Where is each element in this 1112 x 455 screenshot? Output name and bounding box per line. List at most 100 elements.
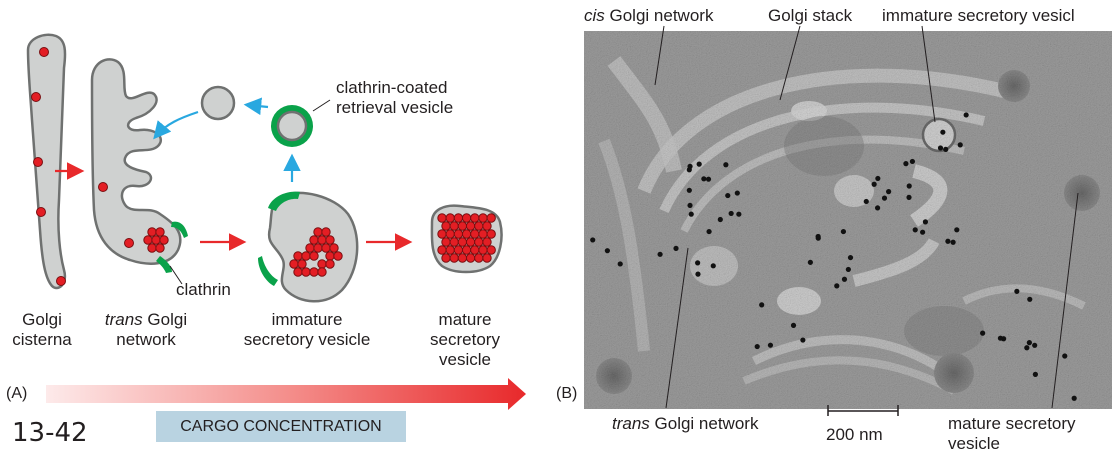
cargo-molecule bbox=[441, 253, 451, 263]
cargo-molecule bbox=[453, 229, 464, 239]
cargo-molecule bbox=[31, 92, 41, 102]
cargo-molecule bbox=[486, 213, 496, 223]
cargo-concentration-arrow bbox=[46, 378, 526, 410]
gold-particle bbox=[881, 195, 888, 201]
trans-golgi-network bbox=[90, 58, 188, 273]
uncoated-vesicle bbox=[200, 85, 236, 121]
gold-particle bbox=[954, 227, 960, 233]
cargo-molecule bbox=[445, 229, 455, 239]
gold-particle bbox=[723, 162, 729, 168]
retrieval-arrow-return bbox=[153, 110, 199, 140]
gold-particle bbox=[909, 158, 916, 165]
cargo-molecule bbox=[449, 237, 459, 247]
gold-particle bbox=[686, 187, 692, 193]
mature-secretory-vesicle bbox=[430, 204, 503, 274]
gold-particle bbox=[1027, 296, 1033, 302]
cargo-concentration-label: CARGO CONCENTRATION bbox=[156, 411, 406, 442]
gold-particle bbox=[957, 142, 963, 148]
cargo-molecule bbox=[461, 245, 472, 255]
gold-particle bbox=[886, 189, 892, 195]
cargo-molecule bbox=[486, 245, 496, 255]
label-cis-golgi-network: cis Golgi network bbox=[584, 6, 714, 25]
cargo-molecule bbox=[465, 237, 476, 247]
cargo-molecule bbox=[461, 229, 472, 239]
gold-particle bbox=[687, 202, 693, 209]
gold-particle bbox=[943, 146, 949, 152]
gold-particle bbox=[695, 271, 701, 277]
gold-particle bbox=[705, 176, 712, 182]
gold-particle bbox=[710, 263, 716, 269]
label-trans-golgi-network-em: trans Golgi network bbox=[612, 414, 759, 433]
retrieval-vesicle-pointer bbox=[312, 99, 331, 112]
gold-particle bbox=[696, 161, 702, 167]
gold-particle bbox=[807, 259, 813, 265]
cargo-molecule bbox=[482, 253, 492, 263]
gold-particle bbox=[834, 283, 840, 289]
gold-particle bbox=[790, 322, 797, 328]
gold-particle bbox=[767, 342, 774, 348]
clathrin-coat bbox=[258, 256, 278, 286]
gold-particle bbox=[687, 163, 693, 169]
immature-secretory-vesicle bbox=[258, 191, 359, 303]
label-scale-bar: 200 nm bbox=[826, 425, 883, 444]
gold-particle bbox=[912, 227, 918, 233]
label-mature-secretory-vesicle: mature secretory vesicle bbox=[430, 310, 500, 369]
cargo-molecule bbox=[441, 221, 451, 231]
electron-micrograph bbox=[584, 31, 1112, 409]
gold-particle bbox=[940, 129, 946, 135]
gold-particle bbox=[800, 337, 806, 343]
cargo-molecule bbox=[437, 245, 447, 255]
gold-particle bbox=[590, 237, 596, 243]
gold-particle bbox=[937, 145, 944, 151]
gold-particle bbox=[657, 251, 663, 257]
gold-particle bbox=[688, 211, 694, 217]
gold-particle bbox=[980, 330, 986, 336]
gold-particle bbox=[906, 194, 912, 200]
gold-particle bbox=[728, 210, 734, 217]
gold-particle bbox=[617, 261, 623, 267]
cargo-molecule bbox=[478, 245, 488, 255]
gold-particle bbox=[717, 216, 723, 223]
gold-particle bbox=[1071, 395, 1077, 401]
gold-particle bbox=[725, 192, 731, 199]
gold-particle bbox=[1032, 342, 1038, 348]
gold-particle bbox=[754, 343, 760, 350]
clathrin-coat bbox=[156, 256, 172, 273]
cargo-cluster bbox=[143, 227, 169, 253]
gold-particle bbox=[906, 183, 912, 189]
gold-particle bbox=[815, 235, 821, 241]
panel-a-tag: (A) bbox=[6, 385, 28, 402]
gold-particle bbox=[922, 219, 929, 225]
cargo-molecule bbox=[482, 221, 492, 231]
label-immature-secretory-vesicle: immature secretory vesicle bbox=[243, 310, 371, 349]
label-trans-golgi-network: trans Golgi network bbox=[104, 310, 188, 349]
gold-particle bbox=[847, 254, 854, 261]
gold-particle bbox=[695, 260, 701, 266]
gold-particle bbox=[841, 276, 848, 282]
gold-particle bbox=[1026, 340, 1032, 346]
cargo-molecule bbox=[486, 229, 496, 239]
gold-particle bbox=[920, 229, 926, 235]
cargo-cluster bbox=[437, 213, 496, 263]
gold-particle bbox=[673, 245, 679, 251]
gold-particle bbox=[1062, 353, 1068, 359]
clathrin-coat bbox=[171, 221, 188, 238]
cargo-molecule bbox=[478, 229, 488, 239]
cargo-molecule bbox=[474, 221, 484, 231]
gold-particle bbox=[840, 228, 847, 235]
cargo-molecule bbox=[474, 237, 484, 247]
cargo-molecule bbox=[56, 276, 66, 286]
clathrin-pointer bbox=[169, 265, 183, 285]
gold-particle bbox=[845, 266, 851, 273]
gold-particle bbox=[1014, 288, 1020, 294]
label-golgi-cisterna: Golgi cisterna bbox=[12, 310, 72, 349]
cargo-molecule bbox=[453, 245, 464, 255]
cargo-molecule bbox=[470, 245, 480, 255]
label-golgi-stack: Golgi stack bbox=[768, 6, 853, 25]
panel-b-tag: (B) bbox=[556, 385, 578, 402]
gold-particle bbox=[706, 228, 712, 235]
cargo-molecule bbox=[39, 47, 49, 57]
cargo-molecule bbox=[449, 221, 459, 231]
cargo-molecule bbox=[482, 237, 492, 247]
